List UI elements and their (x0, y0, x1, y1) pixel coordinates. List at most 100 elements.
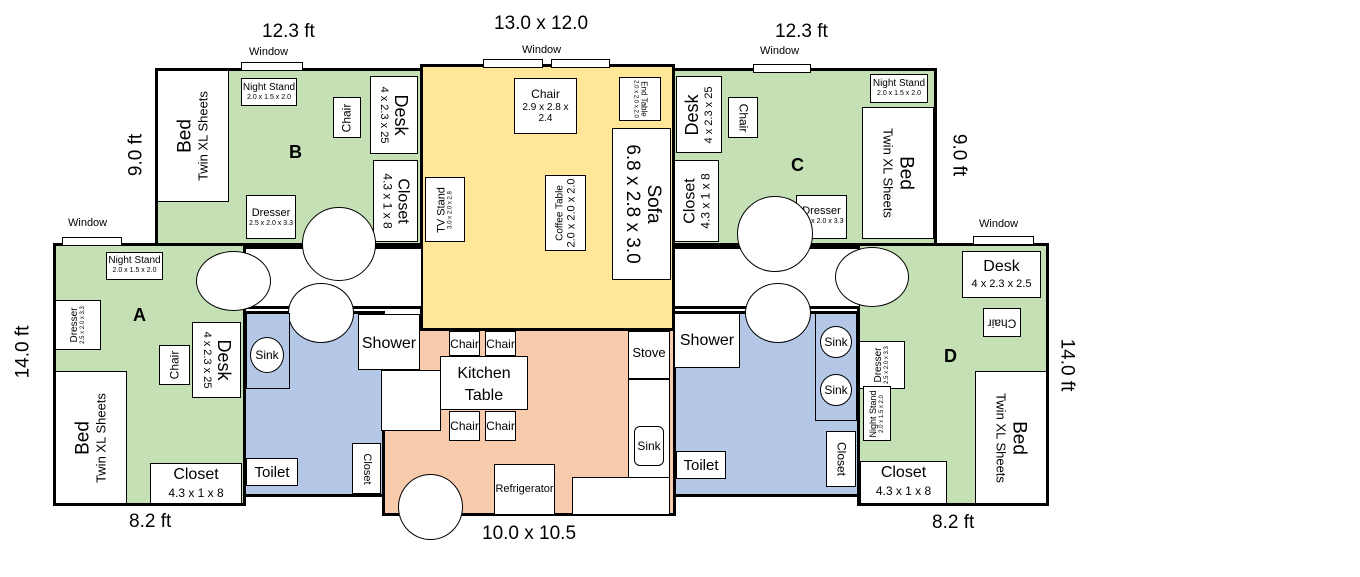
refrigerator: Refrigerator (494, 464, 555, 515)
closet-b-label: Closet (393, 178, 411, 224)
bed-b-sheets: Twin XL Sheets (195, 91, 211, 181)
toilet-left: Toilet (246, 458, 298, 486)
dim-left-b: 9.0 ft (125, 133, 147, 177)
night-stand-a: Night Stand 2.0 x 1.5 x 2.0 (106, 252, 163, 280)
bed-a: Bed Twin XL Sheets (55, 371, 127, 504)
closet-bath-left: Closet (352, 443, 381, 494)
desk-d-dims: 4 x 2.3 x 2.5 (971, 278, 1032, 291)
window-b (241, 62, 303, 71)
chair-d: Chair (983, 308, 1021, 337)
window-label-a: Window (68, 217, 108, 229)
toilet-right: Toilet (676, 451, 726, 479)
kitchen-sink: Sink (634, 426, 664, 466)
desk-c-label: Desk (682, 94, 703, 136)
bed-a-sheets: Twin XL Sheets (93, 392, 109, 483)
desk-b: Desk 4 x 2.3 x 25 (370, 76, 418, 154)
night-stand-a-label: Night Stand (108, 255, 161, 266)
sink-right-2: Sink (820, 374, 852, 406)
night-stand-a-dims: 2.0 x 1.5 x 2.0 (112, 266, 157, 274)
room-label-c: C (791, 155, 804, 175)
night-stand-b-label: Night Stand (242, 82, 296, 93)
coffee-table-dims: 2.0 x 2.0 x 2.0 (564, 178, 577, 248)
door-bath-left (288, 283, 354, 343)
desk-b-dims: 4 x 2.3 x 25 (378, 86, 391, 144)
chair-a: Chair (159, 345, 190, 385)
window-label-d: Window (979, 218, 1019, 230)
night-stand-d: Night Stand 2.0 x 1.5 x 2.0 (863, 386, 891, 441)
door-a (196, 251, 271, 311)
sofa: Sofa 6.8 x 2.8 x 3.0 (612, 128, 671, 280)
desk-b-label: Desk (390, 94, 411, 136)
closet-d-dims: 4.3 x 1 x 8 (875, 484, 932, 499)
desk-c: Desk 4 x 2.3 x 25 (676, 76, 722, 153)
bed-d-sheets: Twin XL Sheets (993, 392, 1009, 483)
closet-bath-left-label: Closet (360, 452, 373, 485)
sink-right-1-label: Sink (824, 335, 848, 349)
coffee-table: Coffee Table 2.0 x 2.0 x 2.0 (545, 175, 586, 251)
chair-c: Chair (728, 97, 758, 138)
closet-c-dims: 4.3 x 1 x 8 (697, 173, 712, 229)
closet-bath-right-label: Closet (834, 441, 849, 477)
kitchen-chair-4-label: Chair (486, 419, 515, 433)
desk-a: Desk 4 x 2.3 x 25 (192, 322, 241, 398)
bed-b-label: Bed (174, 119, 196, 153)
bed-c: Bed Twin XL Sheets (862, 107, 934, 239)
window-label-c: Window (760, 45, 800, 57)
dim-top-center: 13.0 x 12.0 (494, 13, 589, 34)
living-chair-label: Chair (531, 87, 560, 101)
dim-left-a: 14.0 ft (12, 325, 34, 379)
window-c (753, 64, 811, 73)
dim-bottom-center: 10.0 x 10.5 (482, 523, 577, 544)
kitchen-chair-1-label: Chair (450, 337, 479, 351)
kitchen-table: Kitchen Table (440, 356, 528, 410)
chair-b-label: Chair (339, 103, 354, 132)
dresser-d: Dresser 2.5 x 2.0 x 3.3 (859, 341, 905, 389)
door-kitchen (398, 474, 463, 540)
closet-bath-right: Closet (826, 431, 856, 487)
bed-c-label: Bed (895, 156, 917, 190)
bed-d: Bed Twin XL Sheets (975, 371, 1047, 504)
dresser-b-label: Dresser (251, 207, 291, 219)
desk-d: Desk 4 x 2.3 x 2.5 (962, 251, 1041, 298)
sink-left-label: Sink (255, 348, 279, 362)
stove-label: Stove (632, 345, 666, 360)
kitchen-chair-3: Chair (449, 411, 480, 441)
window-d (973, 236, 1034, 245)
kitchen-chair-4: Chair (485, 411, 516, 441)
dresser-d-dims: 2.5 x 2.0 x 3.3 (884, 346, 891, 384)
living-chair: Chair 2.9 x 2.8 x 2.4 (514, 78, 577, 134)
dim-top-left: 12.3 ft (262, 21, 315, 42)
bed-c-sheets: Twin XL Sheets (880, 128, 896, 218)
sink-right-1: Sink (820, 326, 852, 358)
kitchen-sink-label: Sink (637, 439, 661, 453)
dim-right-c: 9.0 ft (948, 133, 970, 177)
night-stand-d-label: Night Stand (867, 389, 878, 438)
dresser-b: Dresser 2.5 x 2.0 x 3.3 (246, 195, 296, 239)
bed-a-label: Bed (72, 420, 94, 455)
toilet-right-label: Toilet (683, 457, 719, 474)
toilet-left-label: Toilet (254, 464, 290, 481)
bed-b: Bed Twin XL Sheets (157, 70, 229, 202)
closet-b: Closet 4.3 x 1 x 8 (373, 160, 418, 242)
stove: Stove (628, 331, 670, 379)
kitchen-table-label: Kitchen Table (457, 365, 511, 404)
night-stand-c-label: Night Stand (872, 78, 926, 89)
desk-a-label: Desk (213, 339, 234, 381)
night-stand-d-dims: 2.0 x 1.5 x 2.0 (878, 394, 885, 433)
dresser-a: Dresser 2.5 x 2.0 x 3.3 (55, 300, 101, 350)
closet-a-label: Closet (173, 466, 219, 483)
chair-c-label: Chair (736, 103, 751, 132)
desk-a-dims: 4 x 2.3 x 25 (200, 331, 213, 389)
sofa-label: Sofa (642, 184, 664, 224)
closet-c-label: Closet (681, 178, 699, 224)
sink-right-2-label: Sink (824, 383, 848, 397)
desk-c-dims: 4 x 2.3 x 25 (702, 86, 715, 143)
end-table-label: End Table (639, 81, 649, 117)
closet-c: Closet 4.3 x 1 x 8 (674, 160, 719, 242)
shower-left: Shower (358, 314, 420, 370)
closet-a: Closet 4.3 x 1 x 8 (150, 463, 242, 504)
window-label-b: Window (249, 46, 289, 58)
tv-stand: TV Stand 3.0 x 2.0 x 2.8 (425, 177, 465, 242)
sink-left: Sink (250, 337, 284, 373)
tv-stand-dims: 3.0 x 2.0 x 2.8 (447, 190, 454, 229)
